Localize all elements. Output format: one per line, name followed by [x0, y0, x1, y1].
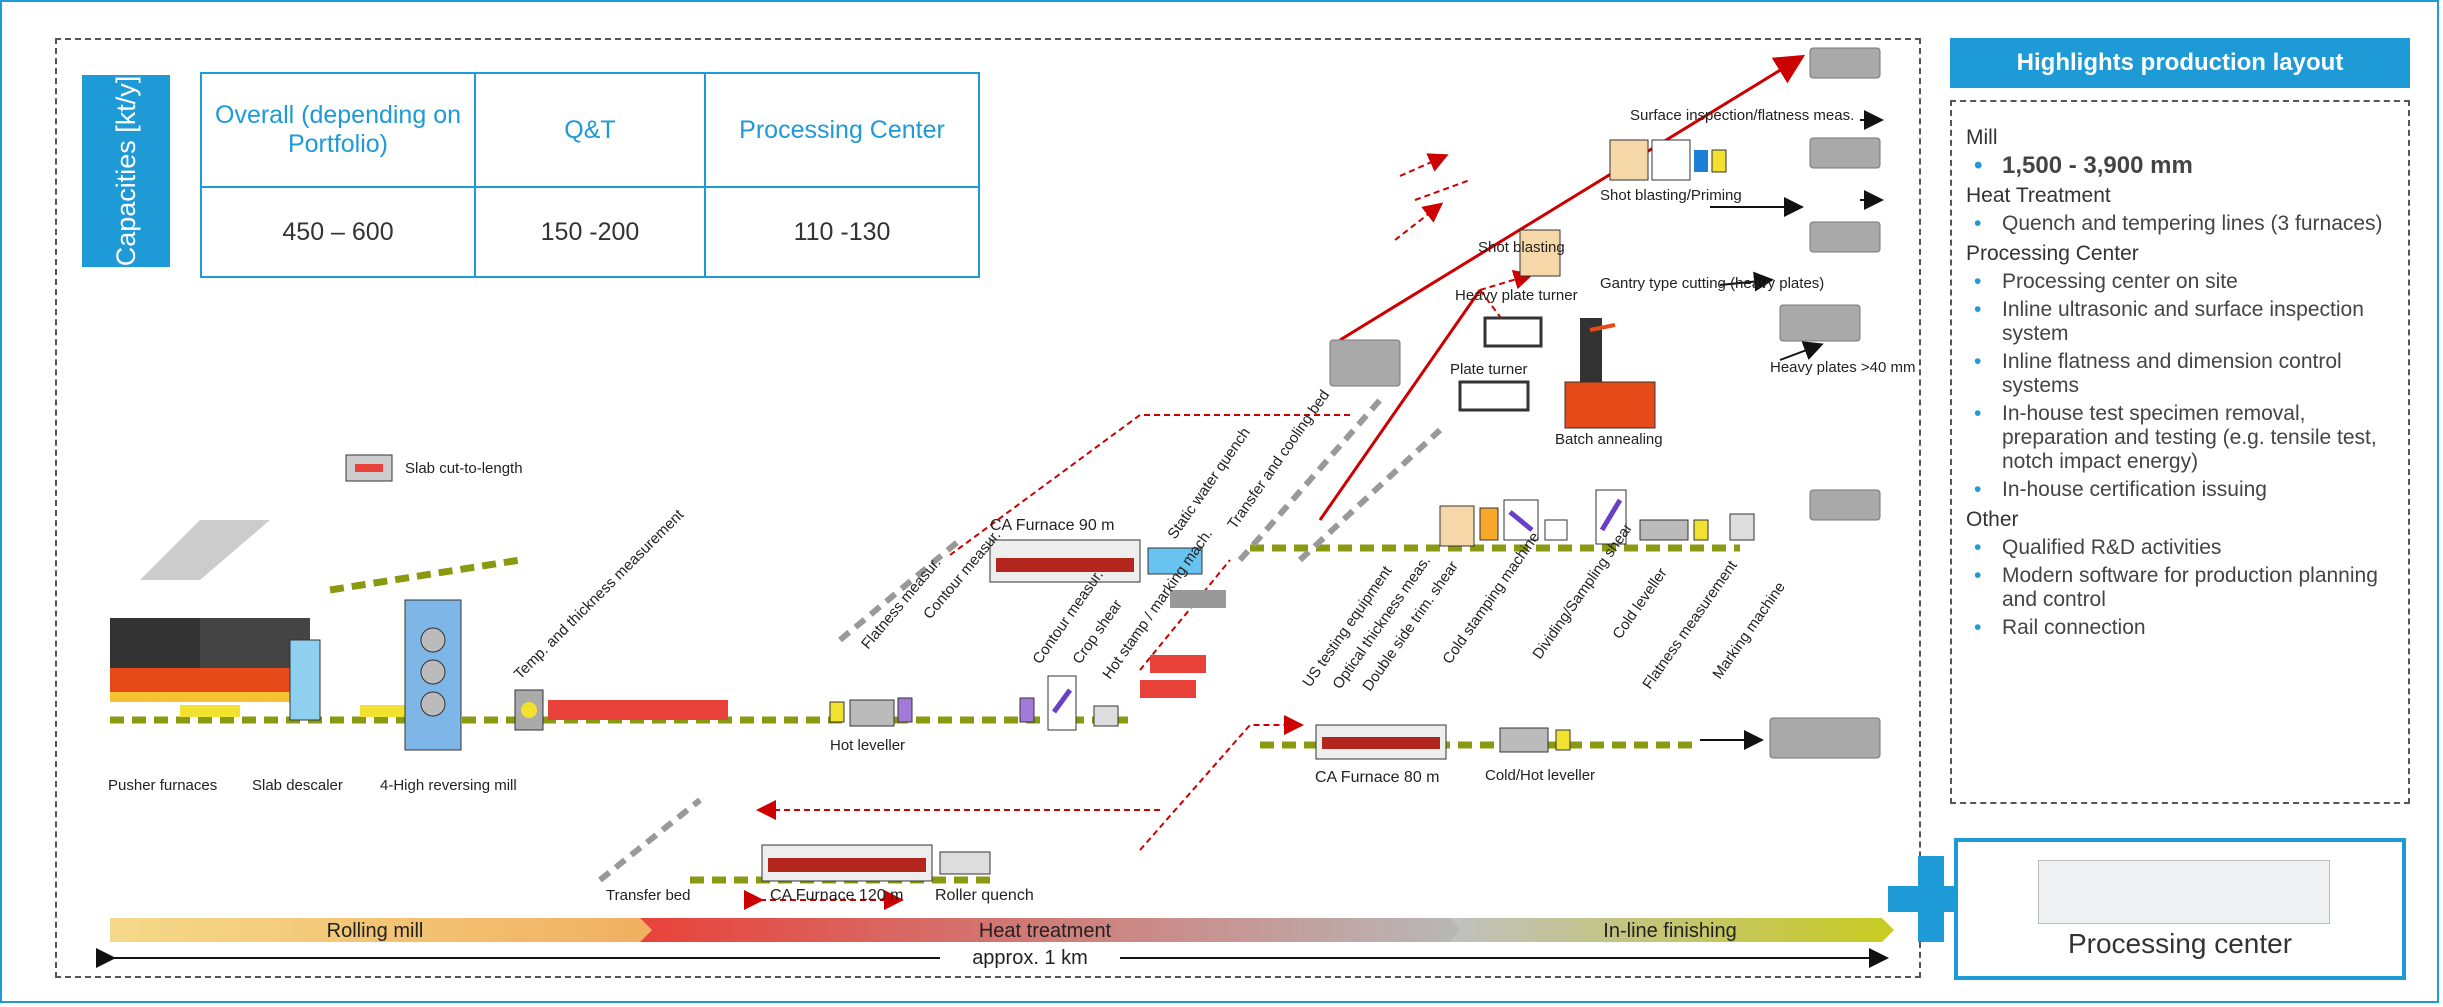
label-slab-cut: Slab cut-to-length	[405, 460, 523, 477]
plate-stacks	[1329, 47, 1881, 759]
label-shot: Shot blasting	[1478, 239, 1565, 256]
highlights-list: Mill 1,500 - 3,900 mm Heat Treatment Que…	[1950, 100, 2410, 804]
process-bands: Rolling mill Heat treatment In-line fini…	[96, 918, 1894, 969]
static-quench	[1147, 547, 1203, 575]
highlight-item: Qualified R&D activities	[1966, 536, 2394, 560]
slab-descaler	[289, 639, 321, 721]
us-testing	[1439, 505, 1475, 547]
shot-blasting-priming	[1609, 139, 1649, 181]
heavy-plate-turner	[1483, 316, 1543, 348]
label-ca90: CA Furnace 90 m	[990, 517, 1115, 534]
band-inline-finishing	[1450, 918, 1894, 942]
label-mill: 4-High reversing mill	[380, 777, 517, 794]
highlight-item: In-house certification issuing	[1966, 478, 2394, 502]
band-rolling-mill	[110, 918, 652, 942]
label-ca120: CA Furnace 120 m	[770, 887, 903, 904]
distance-label: approx. 1 km	[972, 947, 1088, 969]
label-heavy-plates: Heavy plates >40 mm	[1770, 359, 1915, 376]
highlight-item: Modern software for production planning …	[1966, 564, 2394, 612]
label-heavy-turner: Heavy plate turner	[1455, 287, 1578, 304]
highlight-item: Processing center on site	[1966, 270, 2394, 294]
cap-value-pc: 110 -130	[704, 186, 980, 278]
processing-center-label: Processing center	[2067, 928, 2293, 959]
layout-diagram-frame	[55, 38, 1921, 978]
label-hot-leveller: Hot leveller	[830, 737, 905, 754]
label-descaler: Slab descaler	[252, 777, 343, 794]
equipment	[110, 139, 1755, 882]
highlight-item: Inline flatness and dimension control sy…	[1966, 350, 2394, 398]
diagram-labels: Slab cut-to-length Pusher furnaces Slab …	[108, 107, 1915, 904]
shot-blasting	[1519, 229, 1561, 277]
hot-slab	[548, 700, 728, 720]
plate-turner	[1458, 380, 1530, 412]
batch-annealing	[1564, 381, 1656, 429]
cap-header-pc: Processing Center	[704, 72, 980, 188]
label-shot-prime: Shot blasting/Priming	[1600, 187, 1742, 204]
label-pusher: Pusher furnaces	[108, 777, 217, 794]
band-label-finishing: In-line finishing	[1603, 920, 1736, 942]
label-temp: Temp. and thickness measurement	[511, 506, 688, 683]
label-plate-turner: Plate turner	[1450, 361, 1528, 378]
flow-lines	[744, 54, 1884, 910]
highlight-item: Quench and tempering lines (3 furnaces)	[1966, 212, 2394, 236]
roller-quench	[939, 851, 991, 875]
label-gantry: Gantry type cutting (heavy plates)	[1600, 275, 1824, 292]
label-cold-lev: Cold leveller	[1609, 565, 1670, 642]
processing-center-thumbnail	[2038, 860, 2330, 924]
highlight-item: 1,500 - 3,900 mm	[1966, 154, 2394, 179]
label-roller-quench: Roller quench	[935, 887, 1034, 904]
cold-leveller	[1639, 519, 1689, 541]
section-heading: Other	[1966, 508, 2019, 531]
capacities-table: Overall (depending on Portfolio) Q&T Pro…	[200, 72, 980, 278]
capacities-side-label: Capacities [kt/y]	[82, 75, 170, 267]
section-heading: Mill	[1966, 126, 1998, 149]
highlights-title: Highlights production layout	[1950, 38, 2410, 88]
section-heading: Heat Treatment	[1966, 184, 2111, 207]
band-label-rolling: Rolling mill	[327, 920, 424, 942]
processing-center-thumbnail-box[interactable]: Processing center	[1954, 838, 2406, 980]
marking-machine	[1729, 513, 1755, 541]
gantry-cutting	[1580, 318, 1602, 384]
highlight-item: Rail connection	[1966, 616, 2394, 640]
label-transfer-bed: Transfer bed	[606, 887, 691, 904]
band-heat-treatment	[640, 918, 1462, 942]
section-heading: Processing Center	[1966, 242, 2139, 265]
highlight-item: Inline ultrasonic and surface inspection…	[1966, 298, 2394, 346]
cap-value-overall: 450 – 600	[200, 186, 476, 278]
cap-value-qt: 150 -200	[474, 186, 706, 278]
cap-header-overall: Overall (depending on Portfolio)	[200, 72, 476, 188]
cap-header-qt: Q&T	[474, 72, 706, 188]
label-cold-hot: Cold/Hot leveller	[1485, 767, 1595, 784]
hot-leveller	[849, 699, 895, 727]
band-label-heat: Heat treatment	[979, 920, 1112, 942]
label-batch: Batch annealing	[1555, 431, 1663, 448]
label-surface-insp: Surface inspection/flatness meas.	[1630, 107, 1854, 124]
label-transfer-cooling: Transfer and cooling bed	[1224, 387, 1333, 532]
label-ca80: CA Furnace 80 m	[1315, 769, 1440, 786]
highlight-item: In-house test specimen removal, preparat…	[1966, 402, 2394, 474]
cold-hot-leveller	[1499, 727, 1549, 753]
transfer-bed-lines	[140, 398, 1443, 883]
